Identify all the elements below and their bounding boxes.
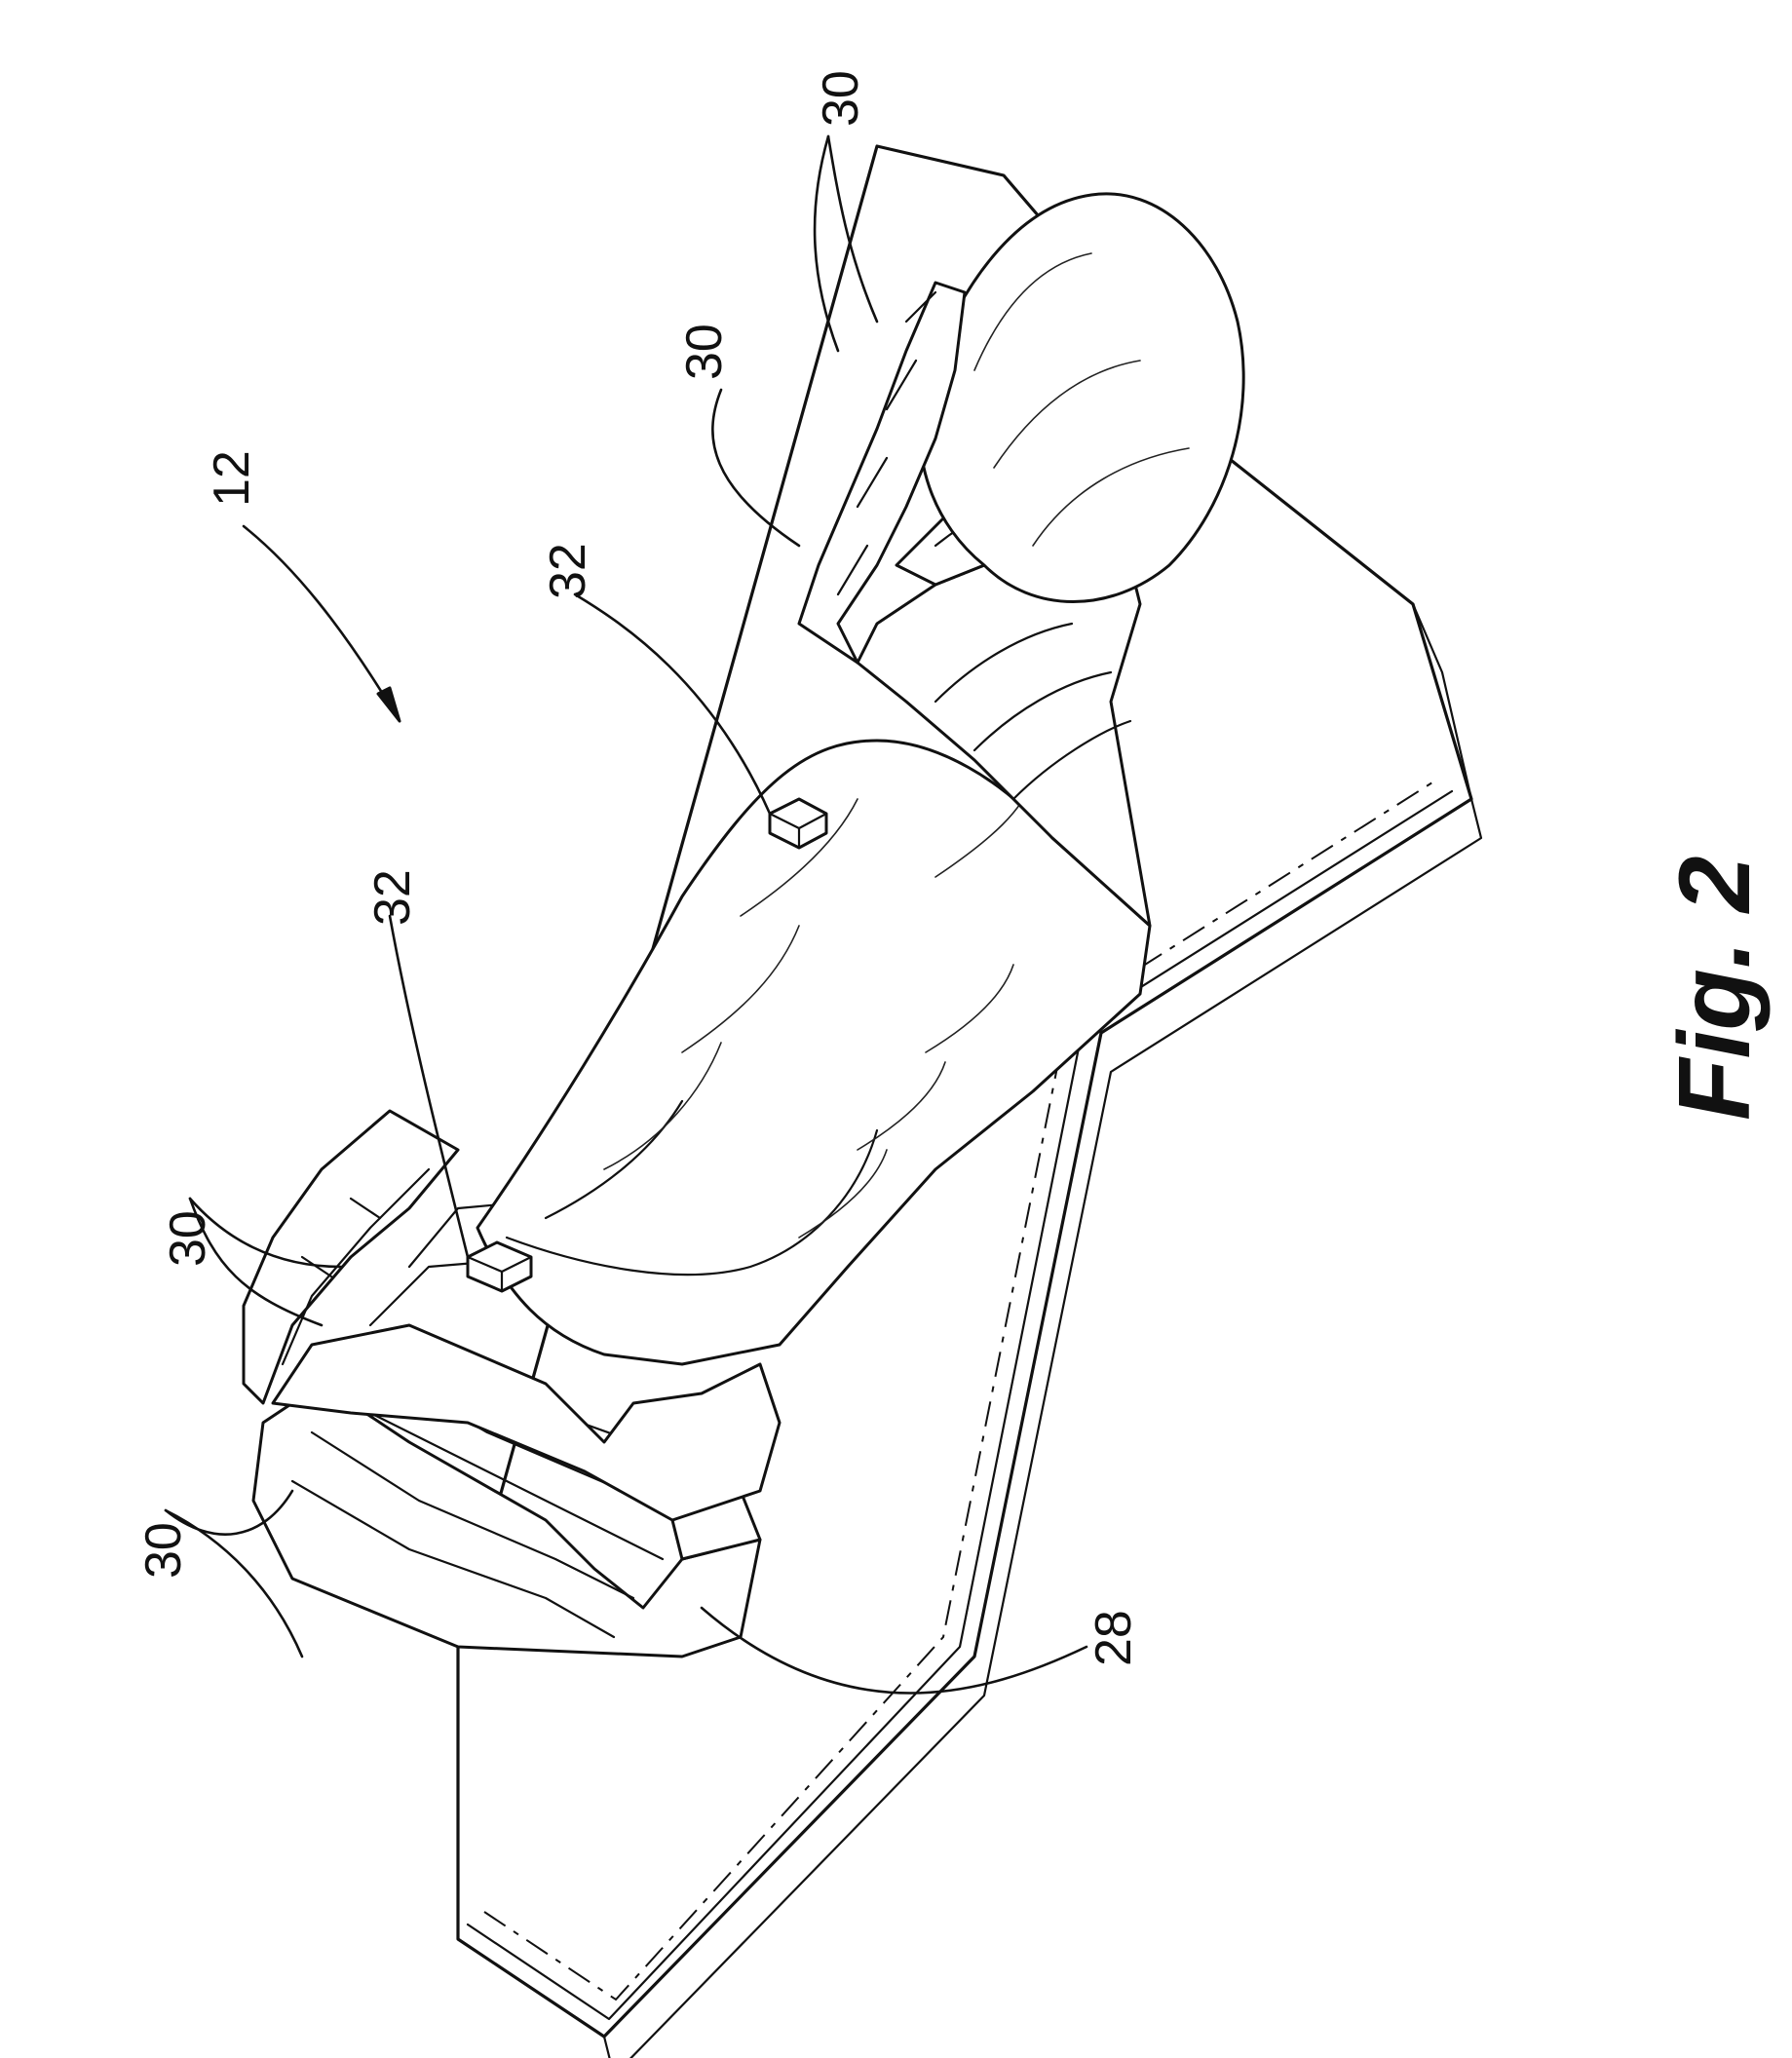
label-30-top-b: 30 [676,324,733,380]
label-30-left-b: 30 [135,1522,192,1579]
label-32-lower: 32 [364,869,421,926]
central-housing [476,739,1152,1366]
figure-caption: Fig. 2 [1659,856,1772,1121]
label-30-left-a: 30 [160,1210,216,1267]
clip-lower [466,1240,533,1293]
reference-numerals: 12 32 32 28 30 30 30 30 [135,70,1142,1666]
left-rail [242,1109,460,1405]
right-rail [797,281,967,665]
label-30-top-a: 30 [813,70,869,127]
leader-lines [164,134,1088,1695]
label-12: 12 [204,450,260,507]
right-dome [918,192,1245,603]
label-28: 28 [1086,1610,1142,1666]
label-32-upper: 32 [540,543,596,599]
clip-upper [768,797,828,850]
